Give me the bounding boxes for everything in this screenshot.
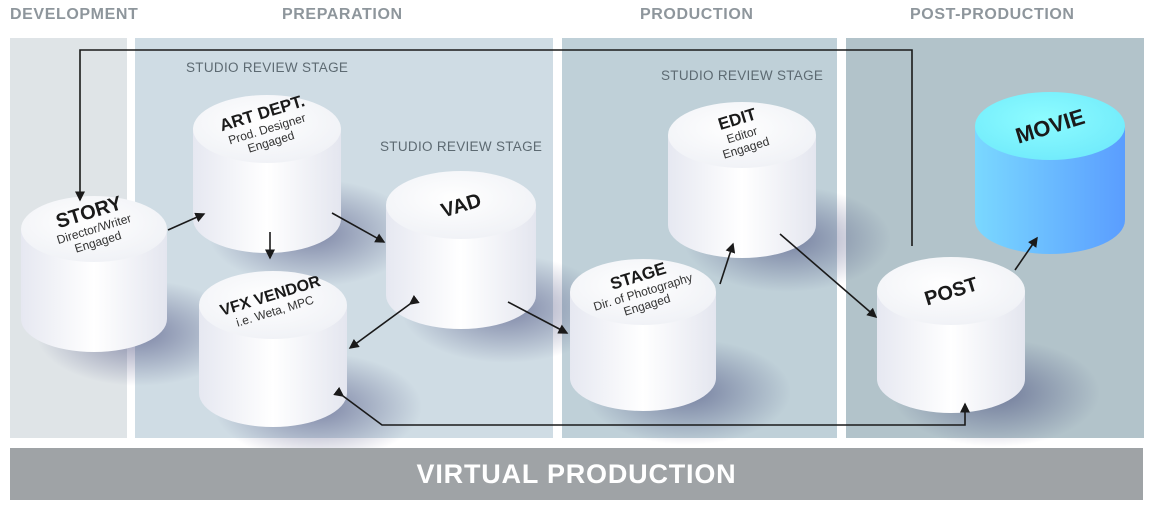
node-top <box>21 196 167 262</box>
review-label-edit: STUDIO REVIEW STAGE <box>661 68 824 83</box>
edge-art-to-vad <box>331 212 386 243</box>
node-top <box>668 102 816 168</box>
node-body <box>570 292 716 411</box>
review-label-vad: STUDIO REVIEW STAGE <box>380 139 543 154</box>
node-body <box>21 229 167 352</box>
node-body <box>199 305 347 427</box>
edge-vfx-vad <box>348 294 420 349</box>
edge-vfx-post-loop <box>333 386 970 426</box>
node-vad: VAD <box>386 171 611 363</box>
node-post: POST <box>877 257 1100 447</box>
virtual-production-banner: VIRTUAL PRODUCTION <box>10 448 1143 500</box>
node-body <box>386 205 536 329</box>
node-body <box>668 135 816 258</box>
phase-production-label: PRODUCTION <box>640 6 754 23</box>
phase-development-label: DEVELOPMENT <box>10 6 139 23</box>
node-top <box>877 257 1025 325</box>
node-top <box>975 92 1125 160</box>
node-top <box>193 95 341 163</box>
node-movie: MOVIE <box>975 92 1125 254</box>
node-top <box>386 171 536 239</box>
edge-post-to-story <box>75 49 913 246</box>
node-body <box>975 126 1125 254</box>
edge-vad-to-stage <box>507 301 569 334</box>
edge-story-to-art <box>167 212 206 231</box>
node-top <box>199 271 347 339</box>
node-body <box>877 291 1025 413</box>
edge-edit-to-post <box>779 233 878 318</box>
edge-post-to-movie <box>1014 236 1038 271</box>
phase-post-production-label: POST-PRODUCTION <box>910 6 1075 23</box>
node-top <box>570 259 716 325</box>
edge-stage-to-edit <box>719 242 736 285</box>
node-body <box>193 129 341 253</box>
review-label-art: STUDIO REVIEW STAGE <box>186 60 349 75</box>
phase-preparation-label: PREPARATION <box>282 6 403 23</box>
virtual-production-label: VIRTUAL PRODUCTION <box>416 458 737 489</box>
